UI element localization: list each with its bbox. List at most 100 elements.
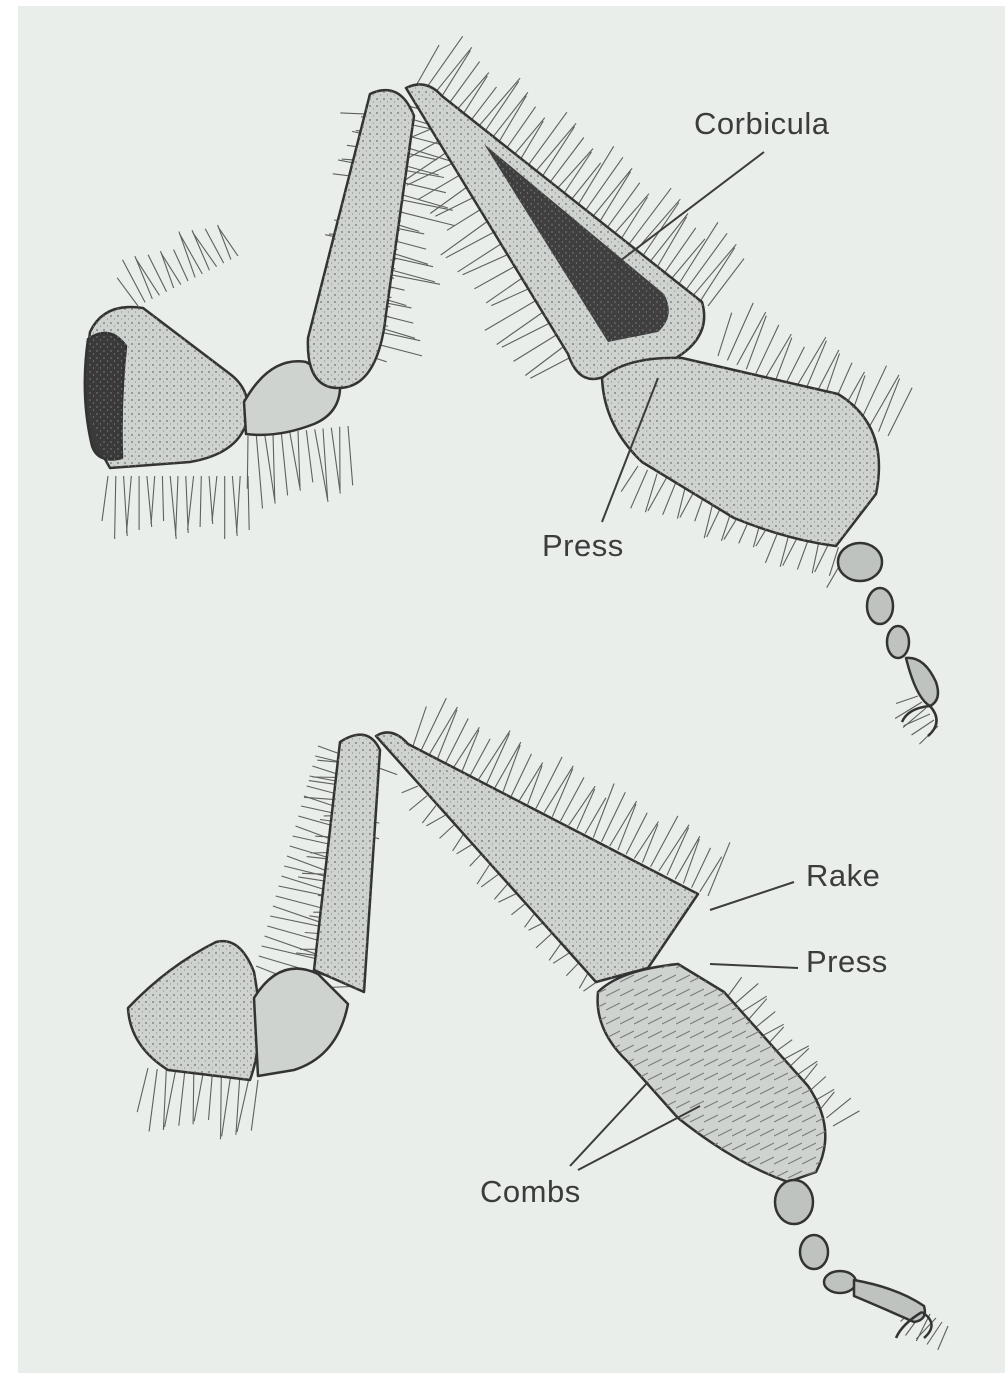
hair-stroke (826, 1098, 851, 1118)
hair-stroke (756, 325, 779, 374)
hair-stroke (671, 239, 705, 279)
label-corbicula: Corbicula (694, 106, 829, 142)
hair-stroke (568, 163, 601, 204)
rake-leader (710, 882, 794, 910)
top-tarsus-2 (867, 588, 893, 624)
hair-stroke (525, 913, 536, 928)
hair-stroke (193, 1073, 194, 1124)
hair-stroke (407, 161, 459, 186)
top-femur-stipple (308, 90, 414, 388)
hair-stroke (528, 765, 542, 804)
hair-stroke (151, 476, 155, 524)
hair-stroke (612, 194, 649, 236)
bottom-tarsus-1 (775, 1180, 813, 1224)
hair-stroke (525, 345, 566, 376)
bottom-tibia-stipple (376, 732, 698, 982)
hair-stroke (248, 476, 249, 530)
hair-stroke (727, 303, 753, 361)
hair-stroke (569, 786, 596, 825)
hair-stroke (718, 313, 732, 356)
hair-stroke (127, 476, 132, 533)
hair-stroke (192, 230, 209, 270)
hair-stroke (700, 857, 722, 892)
hair-stroke (422, 806, 436, 824)
bee-legs-illustration (18, 6, 1005, 1373)
hair-stroke (553, 952, 571, 964)
hair-stroke (457, 845, 472, 854)
hair-stroke (494, 884, 508, 900)
hair-stroke (708, 842, 730, 896)
press-bottom-leader (710, 964, 798, 968)
hair-stroke (895, 702, 922, 719)
hair-stroke (135, 256, 152, 299)
hair-stroke (426, 815, 445, 826)
hair-stroke (162, 476, 163, 521)
hair-stroke (176, 476, 178, 536)
hair-stroke (487, 733, 510, 783)
hair-stroke (446, 230, 499, 258)
hair-stroke (498, 893, 517, 902)
bottom-tarsus-3 (824, 1271, 856, 1293)
hair-stroke (479, 731, 511, 780)
hair-stroke (251, 1080, 258, 1131)
hair-stroke (348, 426, 353, 485)
hair-stroke (686, 233, 727, 290)
top-coxa-stipple (87, 307, 248, 468)
hair-stroke (440, 825, 455, 838)
hair-stroke (529, 923, 544, 931)
hair-stroke (402, 786, 418, 793)
hair-stroke (656, 217, 686, 269)
hair-stroke (502, 322, 553, 348)
hair-stroke (481, 874, 499, 887)
label-combs: Combs (480, 1174, 581, 1210)
hair-stroke (728, 977, 742, 996)
hair-stroke (536, 757, 562, 809)
hair-stroke (664, 228, 696, 274)
hair-stroke (194, 1074, 203, 1121)
hair-stroke (593, 784, 614, 838)
hair-stroke (938, 1326, 948, 1350)
bottom-femur-stipple (314, 735, 380, 992)
hair-stroke (212, 476, 217, 521)
hair-stroke (115, 476, 116, 539)
hair-stroke (409, 796, 427, 811)
hair-stroke (896, 696, 918, 704)
hair-stroke (413, 707, 426, 747)
hair-stroke (315, 429, 328, 502)
hair-stroke (458, 241, 506, 272)
hair-stroke (561, 152, 592, 199)
hair-stroke (222, 1077, 231, 1136)
hair-stroke (888, 388, 912, 436)
hair-stroke (470, 854, 481, 866)
hair-stroke (536, 932, 553, 948)
hair-stroke (754, 1012, 775, 1029)
top-hind-leg (85, 84, 938, 736)
hair-stroke (200, 476, 201, 527)
hair-stroke (552, 769, 573, 817)
label-press-top: Press (542, 528, 624, 564)
hair-stroke (281, 433, 287, 496)
hair-stroke (561, 777, 585, 821)
hair-stroke (421, 698, 446, 750)
hair-stroke (137, 1068, 148, 1112)
hair-stroke (170, 476, 176, 539)
hair-stroke (149, 1069, 157, 1132)
hair-stroke (136, 258, 160, 295)
hair-stroke (306, 430, 313, 482)
hair-stroke (741, 996, 767, 1012)
hair-stroke (491, 287, 532, 306)
bottom-trochanter (254, 969, 348, 1076)
hair-stroke (708, 259, 744, 306)
hair-stroke (209, 1075, 213, 1120)
hair-stroke (179, 1072, 185, 1126)
hair-stroke (833, 1111, 859, 1126)
hair-stroke (735, 983, 759, 1004)
hair-stroke (331, 428, 340, 494)
hair-stroke (179, 232, 195, 278)
diagram-slide: Corbicula Press Rake Press Combs (18, 6, 1005, 1373)
hair-stroke (667, 828, 689, 876)
hair-stroke (626, 813, 647, 855)
hair-stroke (180, 234, 203, 274)
hair-stroke (221, 1076, 222, 1139)
top-tarsus-3 (887, 626, 909, 658)
